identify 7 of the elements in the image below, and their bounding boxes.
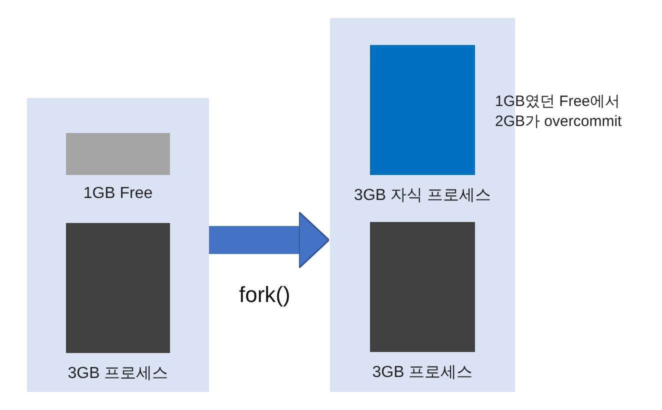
annotation-note: 1GB였던 Free에서 2GB가 overcommit bbox=[495, 92, 623, 132]
memory-panel bbox=[27, 98, 209, 392]
memory-label: 3GB 프로세스 bbox=[371, 363, 474, 383]
memory-label: 3GB 자식 프로세스 bbox=[353, 186, 492, 206]
memory-label: 3GB 프로세스 bbox=[66, 364, 170, 384]
memory-label: 1GB Free bbox=[82, 185, 154, 203]
arrow bbox=[209, 211, 330, 269]
